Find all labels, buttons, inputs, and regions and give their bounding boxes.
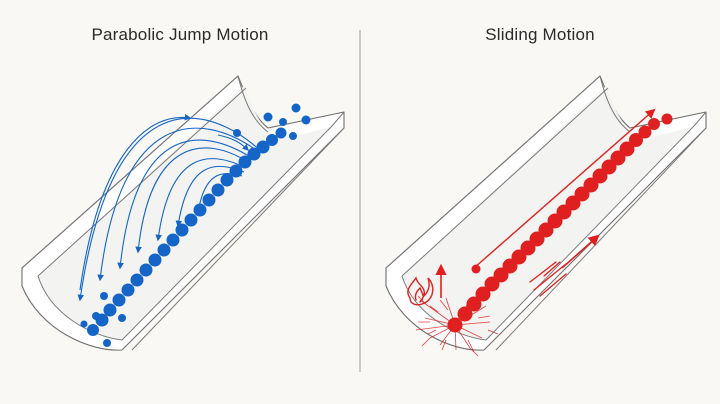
speed-lines <box>529 261 567 297</box>
trajectory-4 <box>135 147 249 254</box>
blue-particle <box>301 115 311 125</box>
trajectory-short <box>217 134 249 151</box>
blue-particle <box>103 339 111 347</box>
blue-particle <box>184 213 198 227</box>
blue-particle <box>139 263 153 277</box>
red-particle <box>457 306 473 322</box>
red-particle <box>648 118 660 130</box>
blue-particle <box>233 129 241 137</box>
blue-particle <box>289 132 297 140</box>
blue-particle <box>247 147 261 161</box>
red-particle <box>466 296 482 312</box>
trajectory-5 <box>155 158 247 242</box>
blue-particle <box>175 223 189 237</box>
trajectory-top-arc <box>79 113 192 291</box>
slide-direction-arrow <box>473 108 656 269</box>
red-particle <box>475 286 491 302</box>
flame-icon <box>407 276 434 306</box>
trajectory-2 <box>97 127 257 282</box>
red-particle <box>619 141 635 157</box>
blue-particle <box>148 253 162 267</box>
red-particle <box>638 125 652 139</box>
blue-particle <box>291 103 301 113</box>
blue-particle <box>279 118 287 126</box>
blue-particle <box>266 134 278 146</box>
blue-particle <box>100 292 108 300</box>
blue-particle <box>130 273 144 287</box>
blue-particle <box>80 320 88 328</box>
blue-particle <box>238 155 252 169</box>
red-particle <box>661 113 673 125</box>
blue-particle <box>256 140 270 154</box>
blue-particle <box>112 293 126 307</box>
blue-particle <box>87 324 99 336</box>
blue-particle <box>263 112 273 122</box>
blue-particle <box>211 183 225 197</box>
blue-particle <box>103 303 117 317</box>
trajectory-3 <box>117 139 253 270</box>
blue-particles <box>80 103 311 347</box>
blue-particle <box>275 127 287 139</box>
blue-particle <box>121 283 135 297</box>
blue-particle <box>118 314 126 322</box>
blue-particle <box>92 312 100 320</box>
velocity-arrow <box>561 234 600 269</box>
blue-particle <box>220 173 234 187</box>
blue-particle <box>202 193 216 207</box>
right-panel-title: Sliding Motion <box>485 25 595 44</box>
left-panel-title: Parabolic Jump Motion <box>91 25 269 44</box>
red-particles <box>447 113 673 333</box>
red-particle <box>471 264 481 274</box>
red-particle <box>447 317 463 333</box>
red-particle <box>629 133 643 147</box>
blue-particle <box>166 233 180 247</box>
blue-particle <box>193 203 207 217</box>
blue-particle <box>229 164 243 178</box>
blue-particle <box>157 243 171 257</box>
